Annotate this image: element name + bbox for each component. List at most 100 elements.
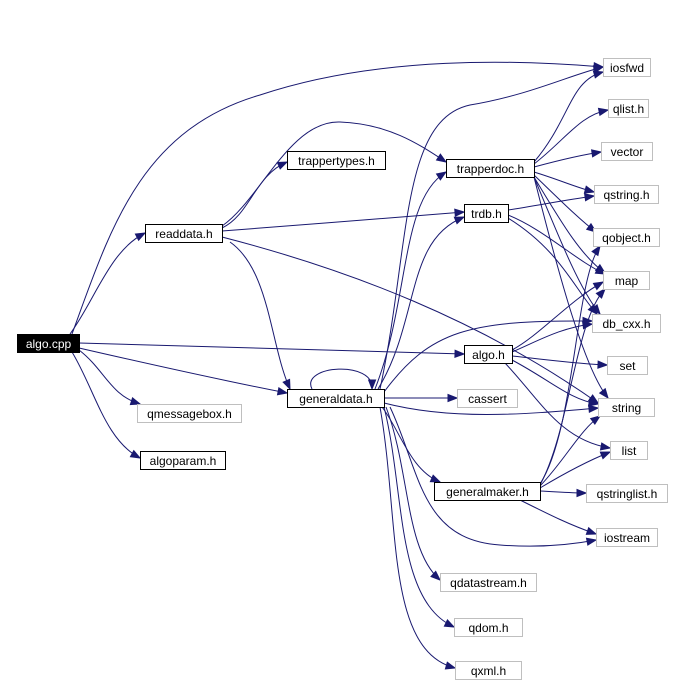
node-label: list	[622, 444, 637, 458]
node-generalmaker-h[interactable]: generalmaker.h	[434, 482, 541, 501]
arrowhead-icon	[589, 415, 602, 426]
edge-trdb-h-to-qstring-h	[507, 193, 596, 211]
node-cassert: cassert	[457, 389, 518, 408]
edge-line	[389, 406, 597, 547]
edge-line	[383, 406, 455, 628]
edge-generaldata-h-to-qdatastream-h	[385, 406, 442, 581]
node-label: qxml.h	[471, 664, 506, 678]
node-label: algoparam.h	[150, 454, 217, 468]
edge-readdata-h-to-generaldata-h	[229, 241, 291, 391]
edge-line	[71, 351, 141, 459]
edge-generaldata-h-to-trapperdoc-h	[374, 171, 448, 390]
node-iosfwd: iosfwd	[603, 58, 651, 77]
edge-line	[533, 176, 601, 315]
edge-line	[511, 359, 599, 405]
node-label: qmessagebox.h	[147, 407, 232, 421]
node-box	[608, 99, 649, 118]
edge-generalmaker-h-to-qstringlist-h	[539, 488, 588, 498]
node-box	[455, 661, 522, 680]
arrowhead-icon	[597, 360, 609, 369]
arrowhead-icon	[367, 379, 377, 391]
arrowhead-icon	[591, 244, 601, 257]
node-layer: algo.cpp readdata.h trappertypes.h trapperd…	[17, 58, 668, 680]
arrowhead-icon	[599, 451, 612, 460]
edge-line	[221, 121, 447, 227]
edge-generaldata-h-to-generalmaker-h	[381, 406, 442, 483]
edge-trapperdoc-h-to-qobject-h	[533, 174, 598, 233]
node-trapperdoc-h[interactable]: trapperdoc.h	[446, 159, 535, 178]
node-qlist-h: qlist.h	[608, 99, 649, 118]
arrowhead-icon	[444, 661, 457, 670]
arrowhead-icon	[594, 266, 607, 275]
node-label: trapperdoc.h	[457, 162, 524, 176]
node-box	[454, 618, 523, 637]
edge-readdata-h-to-trapperdoc-h	[221, 121, 448, 227]
edge-algo-cpp-to-generaldata-h	[78, 347, 289, 396]
edge-line	[511, 281, 604, 351]
edge-trapperdoc-h-to-string	[533, 176, 609, 400]
edge-line	[383, 320, 593, 393]
edge-generaldata-h-to-iosfwd	[379, 65, 605, 390]
edge-generaldata-h-to-qdom-h	[383, 406, 456, 628]
node-label: iosfwd	[610, 61, 644, 75]
edge-generalmaker-h-to-iostream	[519, 499, 598, 535]
node-box	[586, 484, 668, 503]
node-label: string	[612, 401, 641, 415]
node-algo-h[interactable]: algo.h	[464, 345, 513, 364]
edge-generaldata-h-to-iostream	[389, 406, 598, 547]
arrowhead-icon	[429, 474, 442, 483]
node-algoparam-h[interactable]: algoparam.h	[140, 451, 226, 470]
node-box	[446, 159, 535, 178]
node-algo-cpp[interactable]: algo.cpp	[17, 334, 80, 353]
node-qdatastream-h: qdatastream.h	[440, 573, 537, 592]
node-generaldata-h[interactable]: generaldata.h	[287, 389, 385, 408]
edge-line	[381, 406, 441, 483]
edge-trapperdoc-h-to-qlist-h	[533, 107, 610, 165]
node-readdata-h[interactable]: readdata.h	[145, 224, 223, 243]
node-iostream: iostream	[596, 528, 658, 547]
node-label: algo.cpp	[26, 337, 72, 351]
edge-trapperdoc-h-to-iosfwd	[533, 70, 605, 163]
arrowhead-icon	[134, 232, 147, 242]
edge-line	[507, 195, 595, 211]
node-trdb-h[interactable]: trdb.h	[464, 204, 509, 223]
arrowhead-icon	[435, 153, 448, 163]
edge-line	[385, 406, 441, 581]
edge-line	[519, 499, 597, 535]
edge-line	[229, 241, 291, 390]
node-box	[603, 271, 650, 290]
edge-line	[383, 402, 599, 415]
arrowhead-icon	[599, 442, 612, 451]
edge-algo-cpp-to-algoparam-h	[71, 351, 142, 459]
node-box	[140, 451, 226, 470]
arrowhead-icon	[129, 449, 142, 459]
arrowhead-icon	[584, 193, 596, 202]
node-box	[464, 204, 509, 223]
edge-line	[78, 347, 288, 394]
node-qdom-h: qdom.h	[454, 618, 523, 637]
node-box	[457, 389, 518, 408]
arrowhead-icon	[585, 526, 598, 535]
node-list: list	[610, 441, 648, 460]
node-label: set	[619, 359, 636, 373]
edge-generalmaker-h-to-list	[539, 451, 612, 489]
edge-generaldata-h-to-generaldata-h	[310, 368, 377, 391]
edge-algo-h-to-string	[511, 359, 600, 407]
edge-algo-h-to-map	[511, 281, 605, 351]
edge-line	[221, 211, 465, 232]
node-label: cassert	[468, 392, 507, 406]
edge-line	[221, 161, 288, 229]
node-qstring-h: qstring.h	[594, 185, 659, 204]
node-label: db_cxx.h	[602, 317, 650, 331]
node-box	[137, 404, 242, 423]
node-trappertypes-h[interactable]: trappertypes.h	[287, 151, 386, 170]
arrowhead-icon	[588, 404, 600, 414]
node-qmessagebox-h: qmessagebox.h	[137, 404, 242, 423]
edge-trapperdoc-h-to-qstring-h	[533, 171, 596, 194]
node-box	[607, 356, 648, 375]
arrowhead-icon	[592, 65, 605, 74]
edge-trdb-h-to-map	[507, 214, 607, 275]
node-label: qdom.h	[468, 621, 508, 635]
arrowhead-icon	[453, 216, 466, 225]
node-label: generalmaker.h	[446, 485, 529, 499]
